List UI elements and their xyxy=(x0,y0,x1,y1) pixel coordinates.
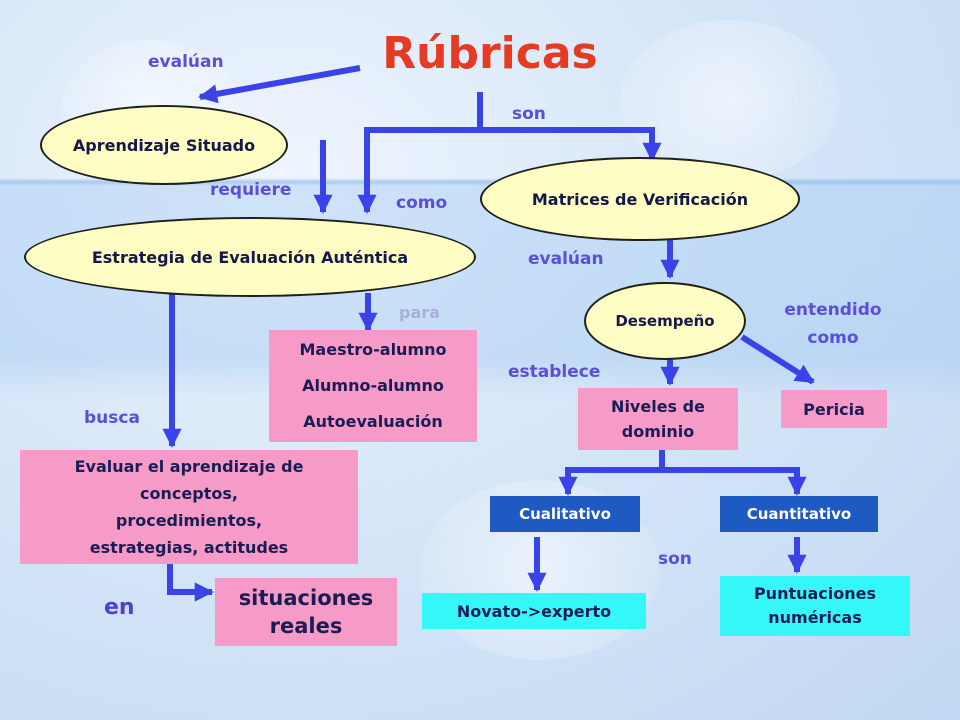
node-cuantitativo: Cuantitativo xyxy=(720,496,878,532)
link-como: como xyxy=(396,193,448,213)
node-evaluar-aprendizaje: Evaluar el aprendizaje de conceptos, pro… xyxy=(20,450,358,564)
role-item: Maestro-alumno xyxy=(299,340,447,359)
link-busca: busca xyxy=(84,408,140,428)
node-matrices-verificacion: Matrices de Verificación xyxy=(480,157,800,241)
connector-dominio-split xyxy=(565,450,800,492)
link-evaluan-mid: evalúan xyxy=(528,249,604,269)
link-establece: establece xyxy=(508,362,601,382)
connector-entendido xyxy=(740,334,815,385)
role-item: Autoevaluación xyxy=(303,412,443,431)
connector-en xyxy=(167,562,214,602)
node-aprendizaje-situado: Aprendizaje Situado xyxy=(40,105,288,185)
link-son-bottom: son xyxy=(658,549,692,569)
link-requiere: requiere xyxy=(210,180,292,200)
node-novato-experto: Novato->experto xyxy=(422,593,646,629)
link-para: para xyxy=(399,303,440,322)
link-evaluan-top: evalúan xyxy=(148,52,224,72)
role-item: Alumno-alumno xyxy=(302,376,444,395)
node-pericia: Pericia xyxy=(781,390,887,428)
node-niveles-dominio: Niveles de dominio xyxy=(578,388,738,450)
link-en: en xyxy=(104,595,135,620)
node-roles: Maestro-alumno Alumno-alumno Autoevaluac… xyxy=(269,330,477,442)
connector-son-trunk xyxy=(477,92,662,162)
connector-como xyxy=(357,127,480,214)
node-puntuaciones-numericas: Puntuaciones numéricas xyxy=(720,576,910,636)
node-desempeno: Desempeño xyxy=(584,282,746,360)
link-son-top: son xyxy=(512,104,546,124)
link-entendido-como: entendido como xyxy=(784,300,882,348)
connector-evaluan-top xyxy=(198,65,361,104)
node-estrategia-evaluacion: Estrategia de Evaluación Auténtica xyxy=(24,217,476,297)
page-title: Rúbricas xyxy=(382,28,598,79)
node-cualitativo: Cualitativo xyxy=(490,496,640,532)
node-situaciones-reales: situaciones reales xyxy=(215,578,397,646)
